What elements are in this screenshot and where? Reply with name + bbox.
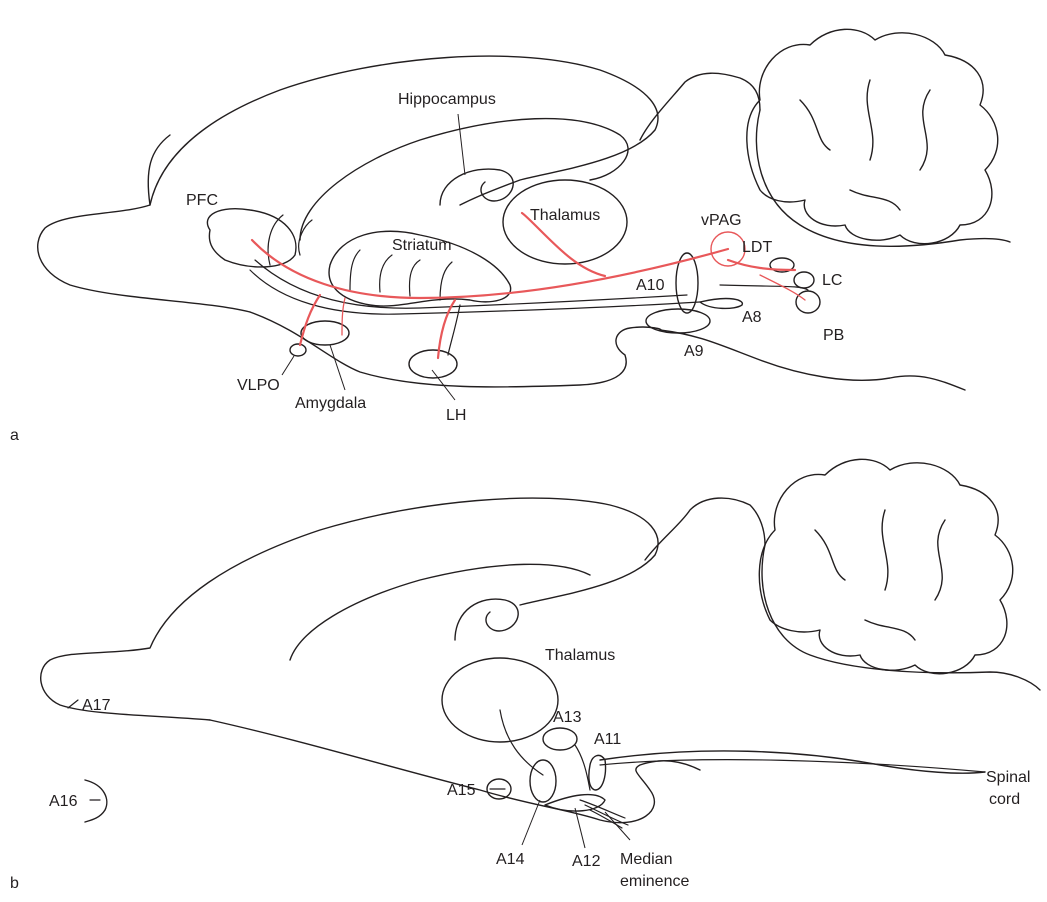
panel-b-brainstem-top: [761, 544, 1041, 691]
panel-a-pfc-shape: [206, 208, 297, 268]
panel-b-a11-label: A11: [594, 731, 621, 748]
panel-a-inner-cortex: [299, 117, 629, 241]
panel-a-lc-label: LC: [822, 272, 842, 289]
panel-b-median-eminence-label-2: eminence: [620, 873, 689, 890]
panel-a-a8-label: A8: [742, 309, 762, 326]
panel-b-spinal-label-1: Spinal: [986, 769, 1030, 786]
panel-a-cerebellum: [746, 28, 999, 245]
panel-a-cortex-outer: [147, 134, 171, 206]
panel-b-fiber-a11-spinal: [599, 759, 986, 773]
panel-a-vlpo-pointer: [281, 355, 295, 376]
panel-a-brainstem-top: [755, 109, 1011, 247]
panel-b-median-eminence-label-1: Median: [620, 851, 672, 868]
panel-a-fiber-4: [349, 249, 453, 301]
panel-b-a17-label: A17: [82, 697, 111, 714]
panel-b-ventral-outline: [209, 719, 701, 824]
panel-a-fiber-3: [719, 284, 809, 291]
panel-a-hippocampus-shape: [439, 168, 514, 206]
panel-a-red-pathway-pb: [759, 274, 806, 301]
panel-b-a13-label: A13: [553, 709, 582, 726]
panel-a-vpag-shape: [710, 231, 746, 267]
panel-b-inner-cortex: [289, 563, 591, 661]
panel-a-a10-label: A10: [636, 277, 665, 294]
panel-b-thalamus-shape: [441, 657, 559, 743]
panel-a-red-pathway-amygdala: [341, 297, 346, 336]
panel-b-a14-shape: [529, 759, 557, 803]
panel-a-brainstem-bottom: [659, 329, 966, 391]
panel-a-red-pathway-lh: [436, 298, 457, 360]
panel-a-hippocampus-pointer: [457, 113, 466, 176]
panel-b-hippocampus-shape: [454, 598, 519, 641]
panel-a: Hippocampus PFC Thalamus Striatum vPAG L…: [10, 28, 1011, 444]
panel-b-a14-pointer: [521, 799, 541, 846]
panel-b-a12-shape: [544, 793, 606, 812]
panel-b-fiber-thalamus: [499, 709, 544, 776]
panel-b-cortex-upper: [644, 497, 766, 561]
panel-b-cerebellum: [758, 458, 1014, 675]
panel-a-brain-outline: [37, 55, 659, 313]
panel-a-vlpo-label: VLPO: [237, 377, 280, 394]
panel-a-striatum-label: Striatum: [392, 237, 452, 254]
panel-a-red-pathway-thalamus: [520, 211, 607, 278]
panel-b-brain-outline: [40, 497, 659, 721]
panel-b-panel-label: b: [10, 875, 19, 892]
panel-a-lc-shape: [793, 271, 815, 289]
panel-a-red-pathway-main: [250, 238, 730, 300]
panel-a-ventral-outline: [249, 311, 662, 388]
panel-a-thalamus-shape: [502, 179, 628, 265]
panel-a-amygdala-shape: [300, 320, 350, 346]
panel-b: Thalamus A17 A13 A11 Spinal cord A16 A15…: [10, 458, 1041, 892]
panel-b-a13-shape: [542, 727, 578, 751]
panel-a-a8-shape: [699, 297, 743, 310]
panel-b-fiber-a17: [67, 699, 79, 709]
panel-a-red-pathway-vlpo: [298, 293, 322, 347]
panel-b-fiber-a13: [574, 744, 591, 791]
panel-a-a9-shape: [645, 308, 711, 334]
panel-b-thalamus-label: Thalamus: [545, 647, 615, 664]
panel-b-a14-label: A14: [496, 851, 525, 868]
panel-a-cerebellum-folds: [799, 79, 931, 211]
panel-a-pfc-label: PFC: [186, 192, 218, 209]
panel-b-a11-shape: [588, 754, 607, 791]
panel-a-lh-label: LH: [446, 407, 466, 424]
panel-a-fiber-6: [447, 304, 461, 356]
panel-b-spinal-label-2: cord: [989, 791, 1020, 808]
panel-a-vlpo-shape: [289, 343, 307, 357]
panel-a-a10-shape: [675, 252, 699, 314]
panel-a-cortex-upper: [639, 72, 761, 141]
panel-a-a9-label: A9: [684, 343, 704, 360]
panel-b-a16-label: A16: [49, 793, 78, 810]
panel-b-fiber-median-eminence: [579, 799, 629, 829]
panel-a-ldt-label: LDT: [742, 239, 772, 256]
panel-a-vpag-label: vPAG: [701, 212, 742, 229]
panel-a-lh-shape: [408, 349, 458, 379]
panel-a-pb-shape: [795, 290, 821, 314]
panel-a-amygdala-pointer: [329, 344, 346, 391]
panel-b-cerebellum-folds: [814, 509, 946, 641]
panel-b-median-eminence-pointer: [604, 811, 631, 841]
panel-a-panel-label: a: [10, 427, 19, 444]
panel-a-thalamus-label: Thalamus: [530, 207, 600, 224]
panel-b-a15-label: A15: [447, 782, 476, 799]
panel-a-striatum-shape: [328, 230, 512, 307]
panel-b-spinal-upper: [599, 750, 986, 774]
panel-a-fiber-5: [267, 214, 313, 266]
panel-a-amygdala-label: Amygdala: [295, 395, 366, 412]
panel-b-a12-label: A12: [572, 853, 601, 870]
panel-a-fiber-1: [254, 259, 688, 309]
panel-a-lh-pointer: [431, 369, 456, 401]
panel-b-a12-pointer: [574, 807, 586, 849]
panel-a-pb-label: PB: [823, 327, 844, 344]
panel-a-red-pathway-ldt: [726, 258, 797, 272]
panel-b-a15-shape: [486, 778, 512, 800]
panel-a-fiber-2: [249, 269, 701, 315]
panel-b-a16-shape: [84, 779, 108, 823]
panel-a-ldt-shape: [769, 257, 795, 273]
panel-a-hippocampus-label: Hippocampus: [398, 91, 496, 108]
